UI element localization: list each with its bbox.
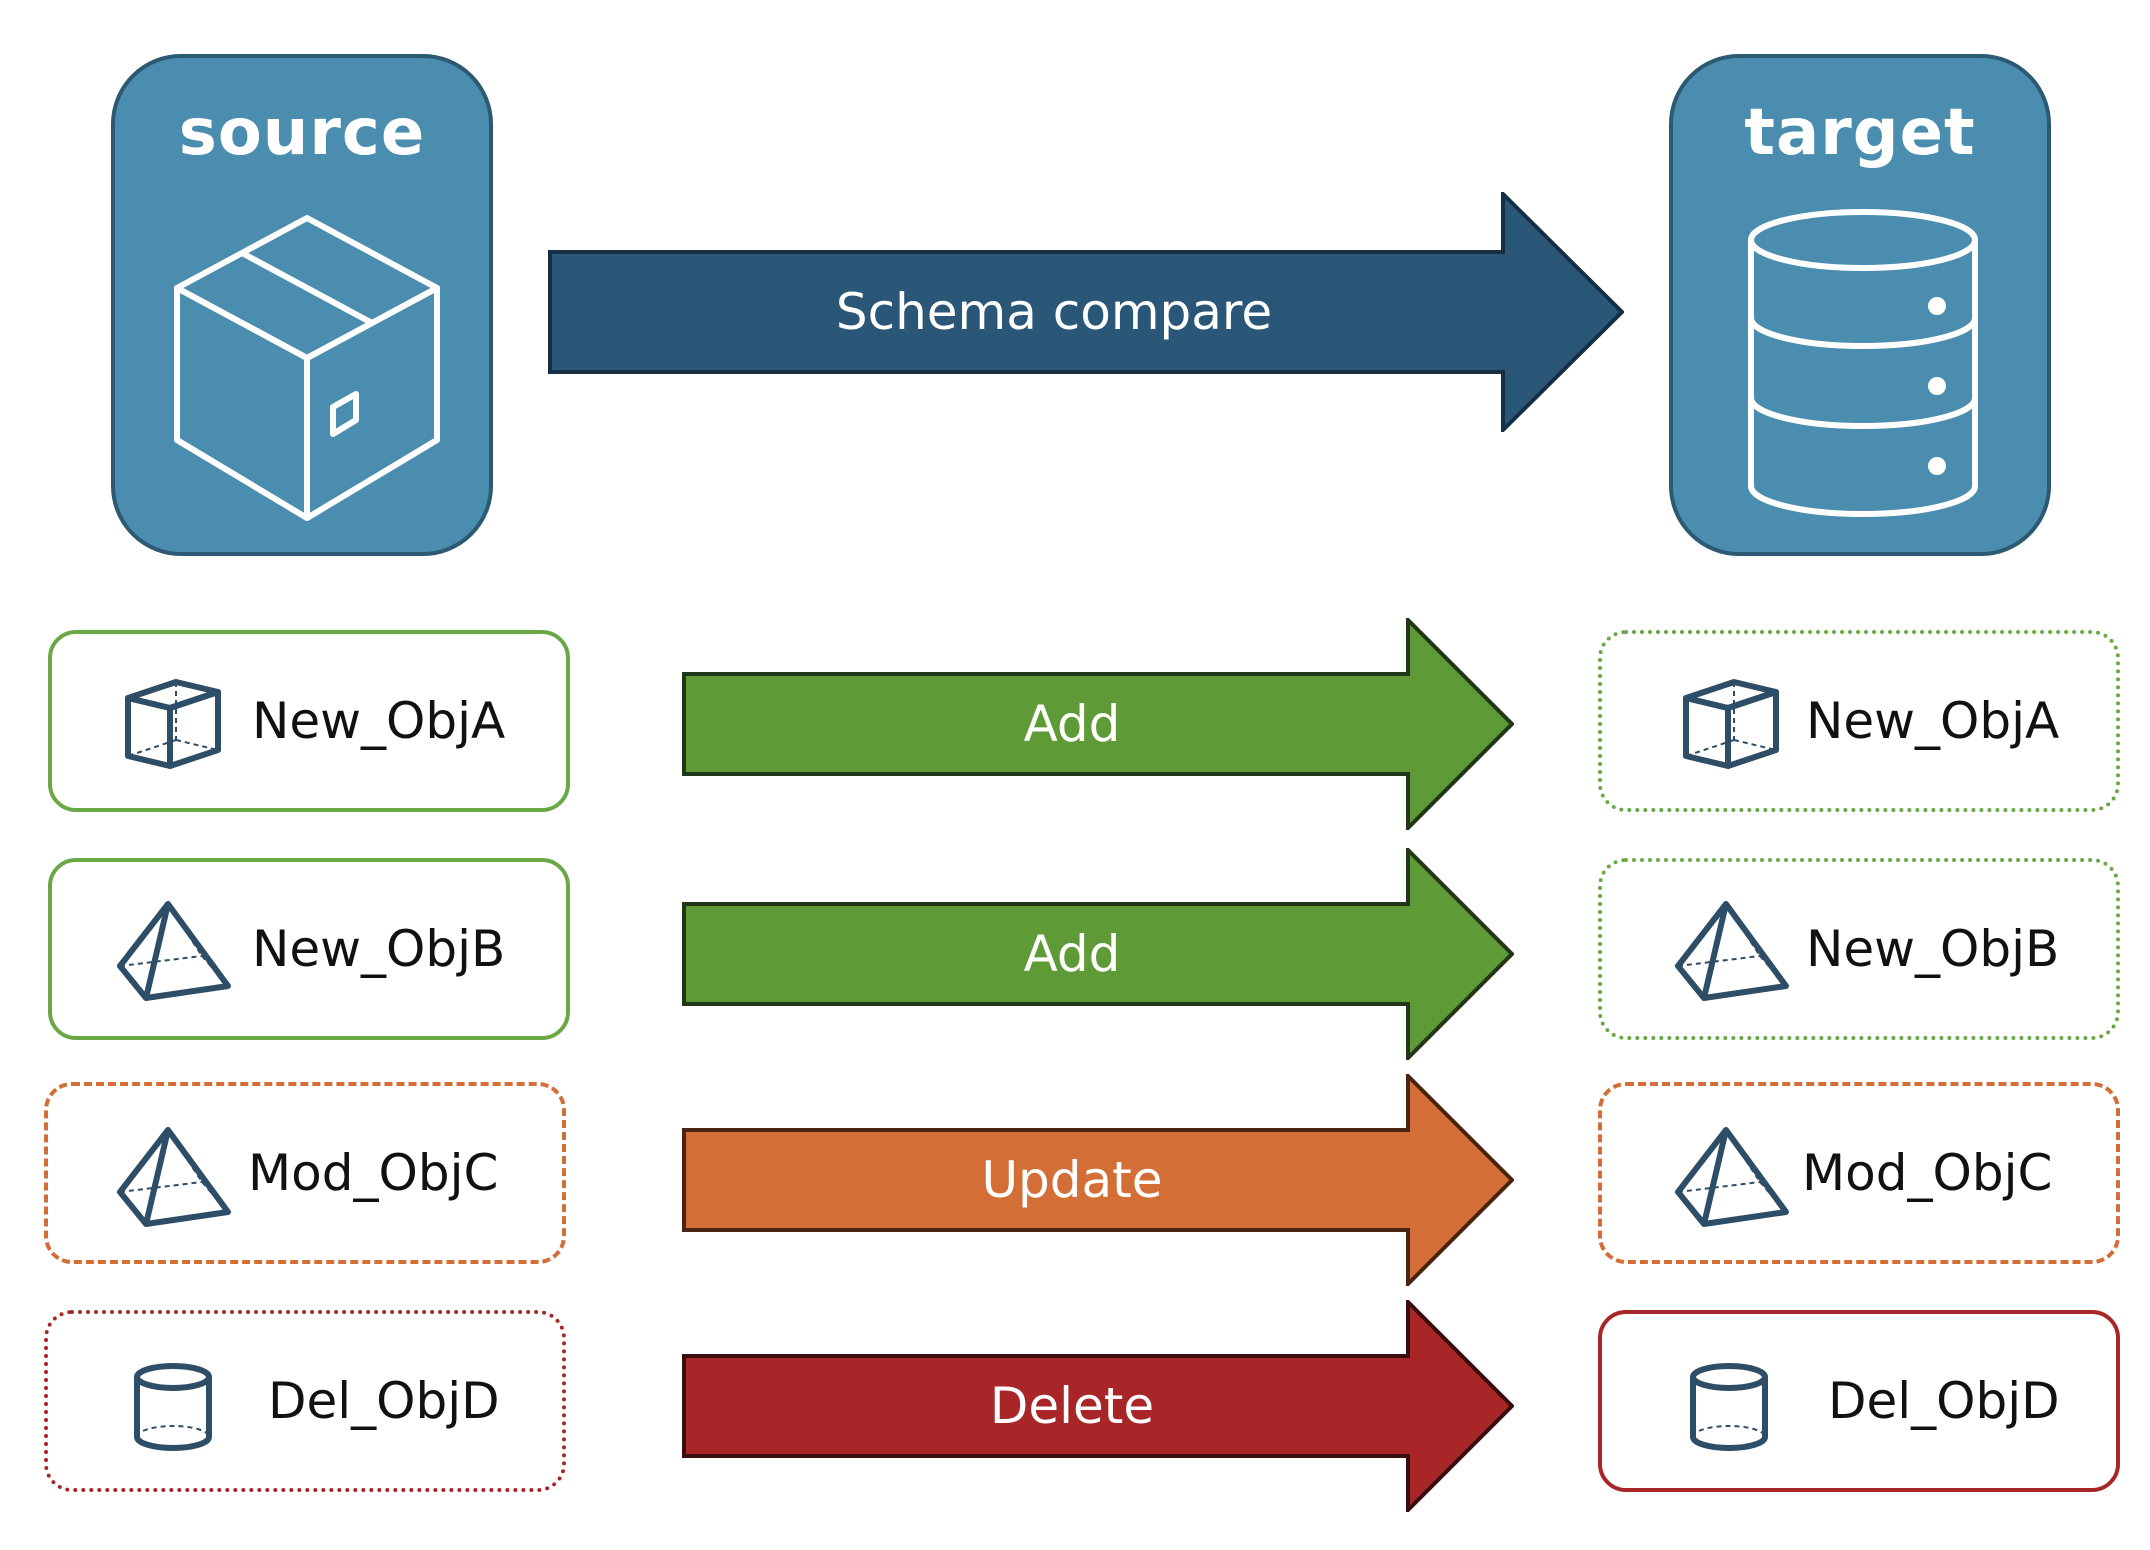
target-card: target — [1669, 54, 2051, 556]
target-object-d: Del_ObjD — [1598, 1310, 2120, 1492]
target-object-c: Mod_ObjC — [1598, 1082, 2120, 1264]
source-object-d-label: Del_ObjD — [268, 1372, 500, 1430]
target-title: target — [1744, 96, 1976, 170]
add-arrow-b-label: Add — [1023, 925, 1121, 983]
cylinder-icon — [1690, 1363, 1768, 1451]
source-object-a-label: New_ObjA — [252, 692, 506, 750]
target-object-b-label: New_ObjB — [1806, 920, 2060, 978]
target-object-c-label: Mod_ObjC — [1802, 1144, 2053, 1202]
update-arrow-label: Update — [981, 1151, 1163, 1209]
pyramid-icon — [117, 901, 231, 1001]
source-object-c: Mod_ObjC — [44, 1082, 566, 1264]
pyramid-icon — [1675, 1127, 1789, 1227]
add-arrow-b: Add — [682, 848, 1514, 1060]
pyramid-icon — [117, 1127, 231, 1227]
cube-icon — [125, 679, 221, 769]
pyramid-icon — [1675, 901, 1789, 1001]
schema-compare-arrow: Schema compare — [548, 192, 1624, 432]
source-object-d: Del_ObjD — [44, 1310, 566, 1492]
source-object-b-label: New_ObjB — [252, 920, 506, 978]
target-object-a-label: New_ObjA — [1806, 692, 2060, 750]
cylinder-icon — [134, 1363, 212, 1451]
source-object-b: New_ObjB — [48, 858, 570, 1040]
package-box-icon — [174, 215, 440, 521]
add-arrow-a: Add — [682, 618, 1514, 830]
update-arrow: Update — [682, 1074, 1514, 1286]
schema-compare-label: Schema compare — [835, 283, 1273, 341]
source-title: source — [178, 96, 426, 170]
delete-arrow-label: Delete — [989, 1377, 1155, 1435]
database-icon — [1748, 209, 1978, 517]
delete-arrow: Delete — [682, 1300, 1514, 1512]
target-object-a: New_ObjA — [1598, 630, 2120, 812]
source-object-a: New_ObjA — [48, 630, 570, 812]
source-object-c-label: Mod_ObjC — [248, 1144, 499, 1202]
target-object-d-label: Del_ObjD — [1828, 1372, 2060, 1430]
source-card: source — [111, 54, 493, 556]
target-object-b: New_ObjB — [1598, 858, 2120, 1040]
add-arrow-a-label: Add — [1023, 695, 1121, 753]
cube-icon — [1683, 679, 1779, 769]
